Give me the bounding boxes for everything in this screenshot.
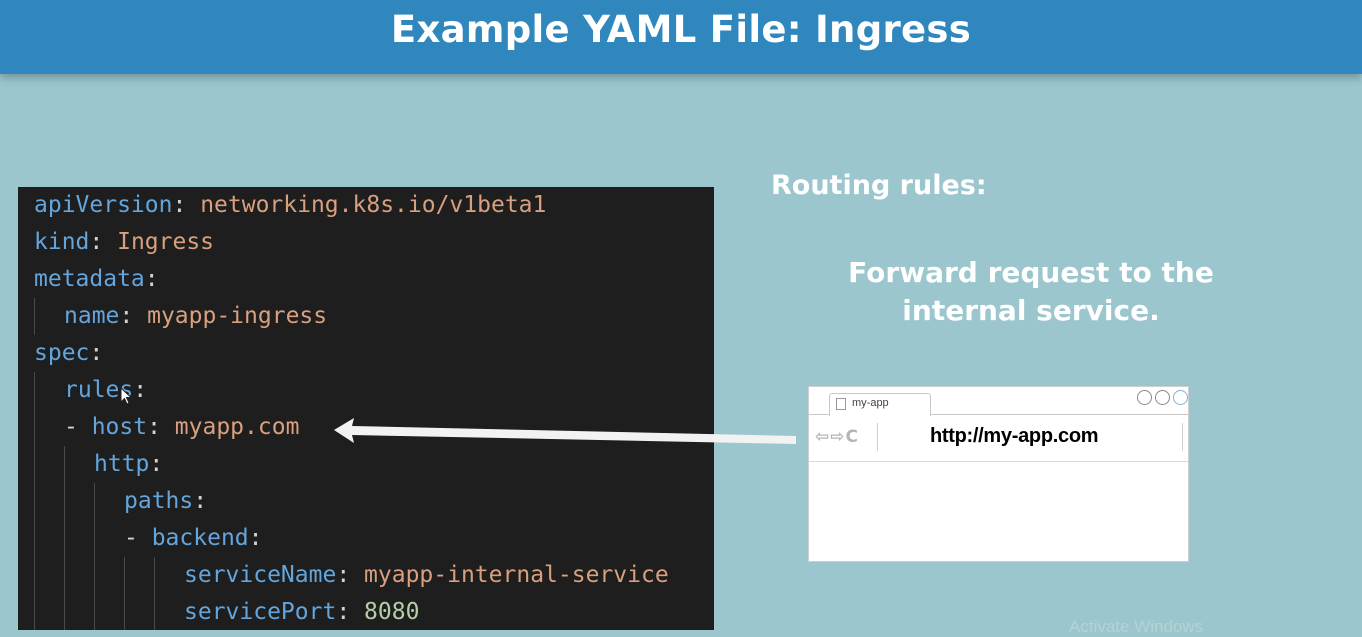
indent-guide <box>64 446 65 630</box>
yaml-line-backend: - backend: <box>124 525 263 551</box>
yaml-line-apiversion: apiVersion: networking.k8s.io/v1beta1 <box>34 192 547 218</box>
indent-guide <box>154 557 155 630</box>
browser-tab-label: my-app <box>852 397 889 409</box>
browser-nav-icons[interactable]: ⇦⇨C <box>815 427 859 447</box>
window-minimize-button[interactable] <box>1137 390 1152 405</box>
mouse-cursor-icon <box>120 387 133 405</box>
browser-tab[interactable]: my-app <box>829 393 931 416</box>
indent-guide <box>124 557 125 630</box>
yaml-line-metadata: metadata: <box>34 266 159 292</box>
yaml-line-kind: kind: Ingress <box>34 229 215 255</box>
routing-description-line: internal service. <box>902 294 1160 327</box>
yaml-line-rules: rules: <box>64 377 148 403</box>
yaml-code-panel: apiVersion: networking.k8s.io/v1beta1 ki… <box>18 187 714 630</box>
indent-guide <box>34 298 35 335</box>
window-maximize-button[interactable] <box>1155 390 1170 405</box>
routing-description-line: Forward request to the <box>848 256 1214 289</box>
indent-guide <box>94 483 95 630</box>
yaml-line-servicename: serviceName: myapp-internal-service <box>184 562 669 588</box>
arrow-left-icon <box>334 418 796 444</box>
browser-tabstrip: my-app <box>809 387 1188 416</box>
address-bar-url: http://my-app.com <box>930 425 1099 447</box>
routing-description: Forward request to the internal service. <box>800 254 1262 330</box>
title-bar: Example YAML File: Ingress <box>0 0 1362 74</box>
routing-rules-heading: Routing rules: <box>771 170 987 201</box>
yaml-line-name: name: myapp-ingress <box>64 303 328 329</box>
yaml-line-spec: spec: <box>34 340 104 366</box>
browser-mockup: my-app ⇦⇨C http://my-app.com <box>808 386 1189 562</box>
address-bar[interactable]: http://my-app.com <box>877 423 1183 451</box>
yaml-line-serviceport: servicePort: 8080 <box>184 599 420 625</box>
indent-guide <box>34 372 35 630</box>
page-icon <box>836 398 846 410</box>
yaml-line-paths: paths: <box>124 488 208 514</box>
yaml-line-http: http: <box>94 451 164 477</box>
window-close-button[interactable] <box>1173 390 1188 405</box>
slide-title: Example YAML File: Ingress <box>390 7 972 51</box>
activation-watermark: Activate Windows <box>1069 617 1204 636</box>
toolbar-divider <box>809 461 1188 462</box>
yaml-line-host: - host: myapp.com <box>64 414 300 440</box>
